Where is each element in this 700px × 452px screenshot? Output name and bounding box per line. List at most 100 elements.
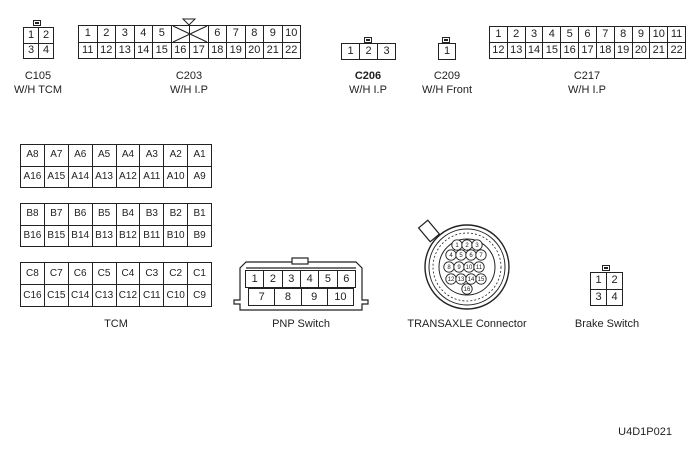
brake-latch <box>602 265 610 271</box>
c203-pin: 9 <box>264 26 282 42</box>
tcm-pin: C14 <box>68 285 92 306</box>
c217-pin: 10 <box>650 27 668 42</box>
tcm-pin: A8 <box>21 145 44 166</box>
pnp-pin: 7 <box>249 289 275 305</box>
c203-code: C203 <box>175 70 203 82</box>
tcm-pin: B3 <box>140 204 164 225</box>
tcm-pin: C15 <box>44 285 68 306</box>
c217-pin: 18 <box>596 43 614 58</box>
c203-pin: 19 <box>227 42 245 58</box>
tcm-pin: C3 <box>140 263 164 284</box>
transaxle-pin <box>471 239 483 251</box>
c217-name: W/H I.P <box>568 84 606 96</box>
c203-pin: 21 <box>264 42 282 58</box>
c209-connector-face: 1 <box>438 43 456 60</box>
c203-pin: 10 <box>282 26 300 42</box>
tcm-pin: B15 <box>44 225 68 246</box>
c206-latch <box>364 37 372 43</box>
tcm-pin: C1 <box>188 263 211 284</box>
pnp-pin: 4 <box>301 271 319 287</box>
c217-pin: 20 <box>632 43 650 58</box>
tcm-pin: C8 <box>21 263 44 284</box>
c217-pin: 17 <box>579 43 596 58</box>
tcm-pin: C7 <box>44 263 68 284</box>
c217-pin: 5 <box>561 27 579 42</box>
transaxle-pin-number: 4 <box>449 253 453 259</box>
tcm-pin: C13 <box>92 285 116 306</box>
c217-pin: 13 <box>507 43 525 58</box>
transaxle-pin-number: 15 <box>478 277 485 283</box>
c206-name: W/H I.P <box>349 84 387 96</box>
tcm-pin: A10 <box>164 166 188 187</box>
tcm-pin: A2 <box>164 145 188 166</box>
pnp-label: PNP Switch <box>272 318 330 330</box>
pnp-pin: 9 <box>301 289 327 305</box>
tcm-pin: C9 <box>188 285 211 306</box>
c203-pin: 6 <box>208 26 226 42</box>
tcm-pin: A4 <box>116 145 140 166</box>
pnp-pin: 1 <box>246 271 264 287</box>
tcm-pin: B10 <box>164 225 188 246</box>
c203-pin: 13 <box>116 42 134 58</box>
tcm-pin: C2 <box>164 263 188 284</box>
c203-pin: 11 <box>79 42 97 58</box>
tcm-pin: A14 <box>68 166 92 187</box>
c217-pin: 2 <box>507 27 525 42</box>
pnp-housing <box>233 257 369 311</box>
tcm-pin: B2 <box>164 204 188 225</box>
c203-pin: 15 <box>153 42 171 58</box>
tcm-pin: A1 <box>188 145 211 166</box>
transaxle-pin-number: 6 <box>469 253 473 259</box>
c203-pin <box>171 26 189 42</box>
c217-pin: 15 <box>543 43 561 58</box>
c203-pin: 7 <box>227 26 245 42</box>
c217-pin: 4 <box>543 27 561 42</box>
c206-pin: 3 <box>378 44 395 59</box>
brake-pin: 2 <box>607 273 622 289</box>
tcm-pin: B7 <box>44 204 68 225</box>
tcm-pin: A15 <box>44 166 68 187</box>
tcm-pin: B1 <box>188 204 211 225</box>
c105-latch <box>33 20 41 26</box>
tcm-pin: B4 <box>116 204 140 225</box>
tcm-pin: A16 <box>21 166 44 187</box>
brake-pin: 3 <box>591 289 606 305</box>
c203-pin: 20 <box>245 42 263 58</box>
tcm-pin: B11 <box>140 225 164 246</box>
c203-pin: 5 <box>153 26 171 42</box>
brake-pin: 1 <box>591 273 606 289</box>
c203-pin: 8 <box>245 26 263 42</box>
transaxle-pin-number: 14 <box>468 277 475 283</box>
c217-pin: 12 <box>490 43 507 58</box>
tcm-pin: A7 <box>44 145 68 166</box>
c217-pin: 8 <box>614 27 632 42</box>
transaxle-pin-number: 7 <box>479 253 483 259</box>
c203-pin: 14 <box>134 42 152 58</box>
tcm-pin: C10 <box>164 285 188 306</box>
c203-pin: 2 <box>97 26 115 42</box>
c203-pin <box>190 26 208 42</box>
tcm-pin: A3 <box>140 145 164 166</box>
transaxle-pin <box>461 283 473 295</box>
tcm-pin: B8 <box>21 204 44 225</box>
tcm-pin: B9 <box>188 225 211 246</box>
transaxle-pin-number: 3 <box>475 243 479 249</box>
tcm-pin: A11 <box>140 166 164 187</box>
tcm-pin: B12 <box>116 225 140 246</box>
c105-pin: 3 <box>24 43 38 58</box>
pnp-pin: 5 <box>319 271 337 287</box>
transaxle-pin-number: 16 <box>464 287 471 293</box>
c203-center-notch <box>172 18 208 43</box>
c206-code: C206 <box>354 70 382 82</box>
c105-pin: 1 <box>24 28 38 43</box>
c209-code: C209 <box>433 70 461 82</box>
transaxle-pin-number: 11 <box>476 265 483 271</box>
c203-pin: 16 <box>171 42 189 58</box>
transaxle-pin-number: 12 <box>448 277 455 283</box>
